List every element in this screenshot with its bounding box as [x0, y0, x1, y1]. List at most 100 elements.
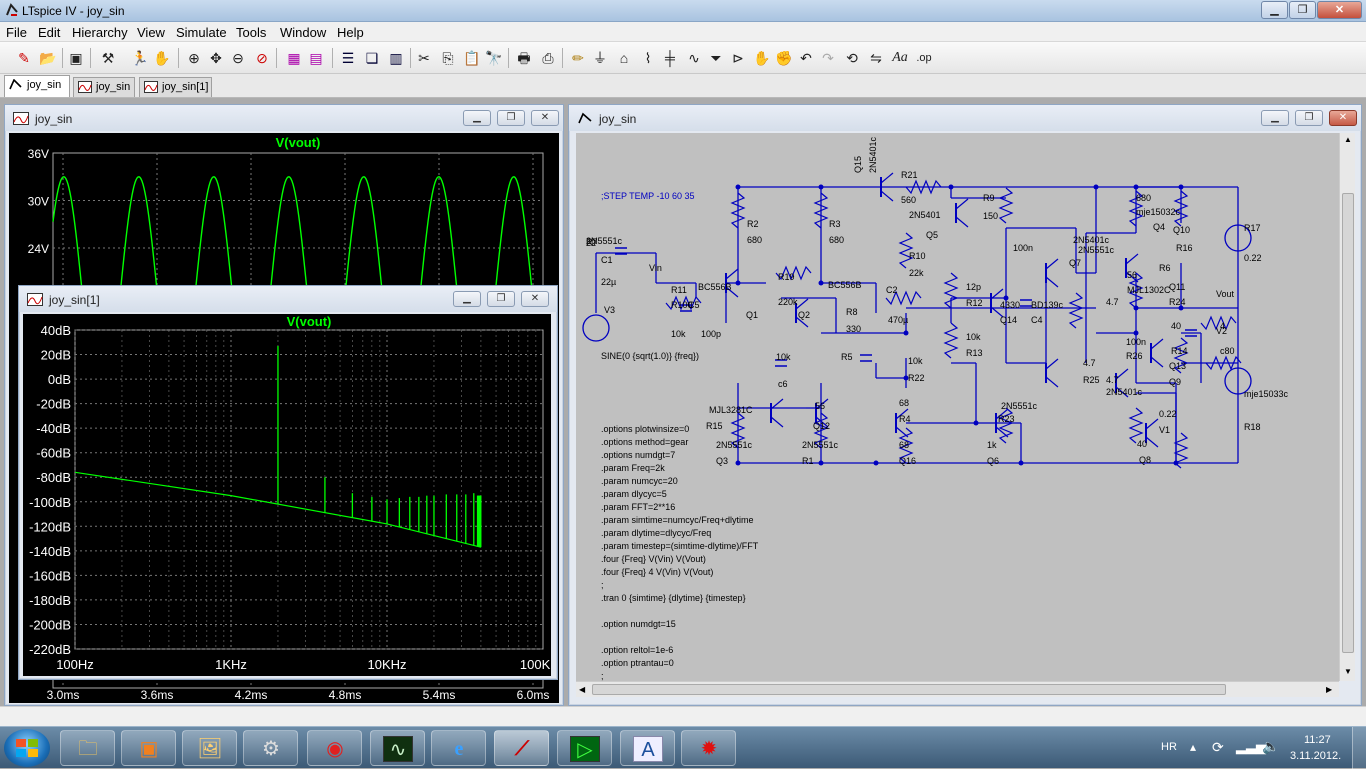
tile-horizontal-icon[interactable]: ☰ [341, 50, 355, 66]
taskbar-ltspice[interactable]: ⟋ [494, 730, 549, 766]
menu-view[interactable]: View [137, 25, 165, 40]
scroll-left-icon[interactable]: ◀ [579, 685, 586, 694]
taskbar-splat[interactable]: ✹ [681, 730, 736, 766]
scroll-down-icon[interactable]: ▼ [1344, 667, 1352, 676]
drag-icon[interactable]: ✊ [775, 50, 793, 66]
diode-icon[interactable]: ⏷ [710, 50, 722, 66]
cut-icon[interactable]: ✂ [418, 50, 430, 66]
taskbar-antivirus[interactable]: ◉ [307, 730, 362, 766]
pan-icon[interactable]: ✥ [210, 50, 222, 66]
capacitor-icon[interactable]: ╪ [665, 50, 675, 66]
run-icon[interactable]: 🏃 [131, 50, 149, 66]
draw-wire-icon[interactable]: ✏ [572, 50, 584, 66]
menu-window[interactable]: Window [280, 25, 327, 40]
volume-icon[interactable]: 🔈 [1262, 738, 1280, 754]
scroll-up-icon[interactable]: ▲ [1344, 135, 1352, 144]
new-schematic-icon[interactable]: ✎ [18, 50, 30, 66]
windows-logo-icon [16, 739, 38, 757]
start-button[interactable] [4, 729, 50, 767]
menu-edit[interactable]: Edit [38, 25, 61, 40]
menu-simulate[interactable]: Simulate [176, 25, 227, 40]
component-label: 680 [1136, 193, 1151, 203]
halt-icon[interactable]: ✋ [153, 50, 171, 66]
restore-button[interactable]: ❐ [487, 291, 515, 307]
inductor-icon[interactable]: ∿ [688, 50, 700, 66]
minimize-button[interactable]: ▁ [1261, 110, 1289, 126]
rotate-icon[interactable]: ⟲ [846, 50, 858, 66]
junction-dot [873, 460, 879, 466]
close-button[interactable]: ✕ [1329, 110, 1357, 126]
tile-vertical-icon[interactable]: ▥ [389, 50, 403, 66]
menu-help[interactable]: Help [337, 25, 364, 40]
component-icon[interactable]: ⊳ [732, 50, 744, 66]
close-button[interactable]: ✕ [1317, 1, 1362, 19]
vertical-scrollbar[interactable]: ▲ ▼ [1339, 133, 1355, 681]
sync-icon[interactable]: ⟳ [1212, 739, 1224, 755]
label-net-icon[interactable]: ⌂ [619, 50, 629, 66]
restore-button[interactable]: ❐ [1295, 110, 1323, 126]
taskbar-document[interactable]: A [620, 730, 675, 766]
horizontal-scrollbar[interactable]: ◀ ▶ [576, 681, 1339, 697]
taskbar-osc-e[interactable]: ▷ [557, 730, 612, 766]
zoom-out-icon[interactable]: ⊖ [232, 50, 244, 66]
menu-tools[interactable]: Tools [236, 25, 267, 40]
tab-schematic[interactable]: joy_sin [4, 75, 70, 97]
tray-expand-icon[interactable]: ▴ [1190, 740, 1197, 754]
minimize-button[interactable]: ▁ [453, 291, 481, 307]
show-desktop-button[interactable] [1352, 727, 1366, 769]
control-panel-icon[interactable]: ⚒ [101, 50, 115, 66]
undo-icon[interactable]: ↶ [800, 50, 812, 66]
menu-hierarchy[interactable]: Hierarchy [72, 25, 128, 40]
cascade-icon[interactable]: ❏ [365, 50, 379, 66]
spice-directive-icon[interactable]: .op [916, 52, 932, 64]
ground-icon[interactable]: ⏚ [593, 50, 607, 66]
close-button[interactable]: ✕ [531, 110, 559, 126]
taskbar-internet-explorer[interactable]: e [431, 730, 486, 766]
network-icon[interactable]: ▂▃▅ [1236, 739, 1266, 754]
scroll-thumb[interactable] [592, 684, 1226, 695]
restore-button[interactable]: ❐ [497, 110, 525, 126]
fft-plot[interactable]: V(vout)40dB20dB0dB-20dB-40dB-60dB-80dB-1… [23, 314, 551, 676]
taskbar-photo[interactable]: 🖼 [182, 730, 237, 766]
scroll-right-icon[interactable]: ▶ [1326, 685, 1333, 694]
taskbar-oscilloscope[interactable]: ∿ [370, 730, 425, 766]
taskbar-explorer[interactable]: 🗀 [60, 730, 115, 766]
tab-waveform[interactable]: joy_sin [73, 77, 135, 97]
language-indicator[interactable]: HR [1161, 741, 1177, 753]
find-icon[interactable]: 🔭 [485, 50, 503, 66]
y-tick-label: 30V [28, 195, 49, 209]
transistor-emitter [1115, 386, 1129, 398]
component-label: 10k [671, 329, 686, 339]
transistor-emitter [815, 416, 829, 428]
taskbar-mechanical[interactable]: ⚙ [243, 730, 298, 766]
maximize-button[interactable]: ❐ [1289, 1, 1316, 19]
clock-date[interactable]: 3.11.2012. [1290, 750, 1342, 762]
menu-file[interactable]: File [6, 25, 27, 40]
schematic-drawing[interactable]: ;STEP TEMP -10 60 35C122µVinV3R11R10010k… [576, 133, 1339, 681]
reset-zoom-icon[interactable]: ▤ [309, 50, 323, 66]
move-icon[interactable]: ✋ [753, 50, 771, 66]
close-button[interactable]: ✕ [521, 291, 549, 307]
save-icon[interactable]: ▣ [69, 50, 83, 66]
print-preview-icon[interactable]: ⎙ [542, 50, 554, 66]
scroll-thumb[interactable] [1342, 193, 1354, 653]
zoom-cancel-icon[interactable]: ⊘ [256, 50, 268, 66]
copy-icon[interactable]: ⎘ [442, 50, 454, 66]
tab-fft[interactable]: joy_sin[1] [139, 77, 212, 97]
x-tick-label: 4.2ms [235, 688, 268, 702]
paste-icon[interactable]: 📋 [463, 50, 481, 66]
resistor-icon[interactable]: ⌇ [644, 50, 652, 66]
minimize-button[interactable]: ▁ [1261, 1, 1288, 19]
mirror-icon[interactable]: ⇋ [870, 50, 882, 66]
taskbar-media-center[interactable]: ▣ [121, 730, 176, 766]
redo-icon[interactable]: ↷ [822, 50, 834, 66]
autorange-icon[interactable]: ▦ [287, 50, 301, 66]
clock-time[interactable]: 11:27 [1304, 734, 1331, 746]
minimize-button[interactable]: ▁ [463, 110, 491, 126]
junction-dot [903, 375, 909, 381]
zoom-in-icon[interactable]: ⊕ [188, 50, 200, 66]
open-icon[interactable]: 📂 [39, 50, 57, 66]
text-icon[interactable]: Aa [892, 50, 908, 65]
print-icon[interactable]: 🖶 [517, 50, 531, 66]
